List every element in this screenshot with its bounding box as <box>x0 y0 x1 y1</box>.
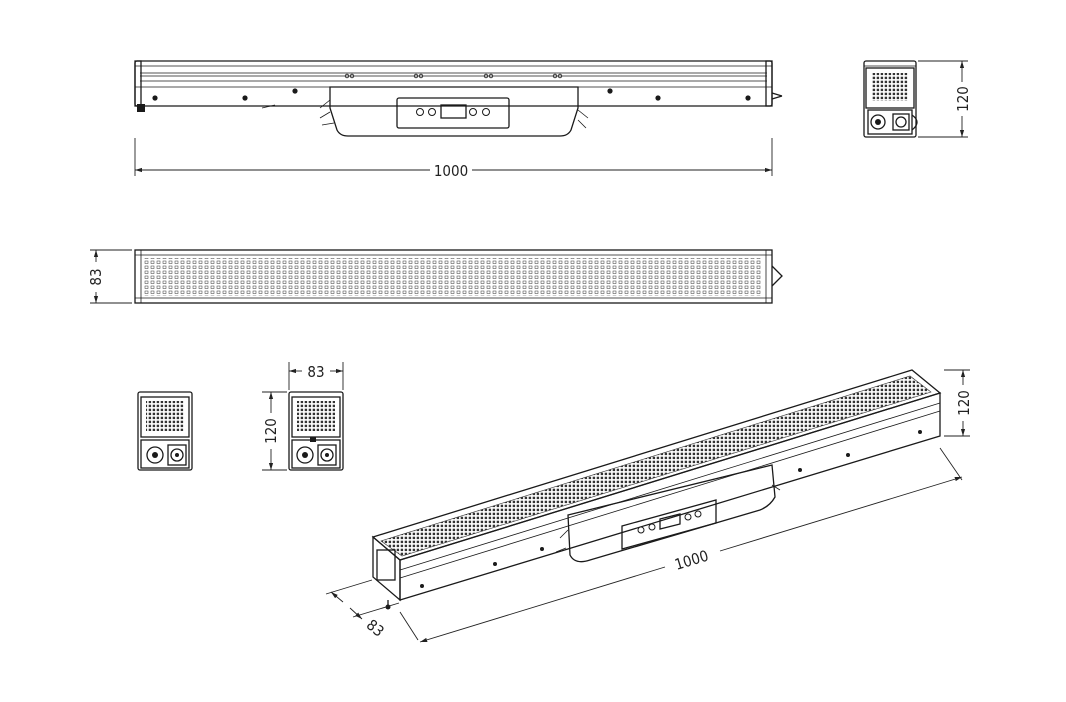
screw <box>655 95 661 101</box>
dim-end-width: 83 <box>307 363 324 381</box>
iso-led-array <box>380 375 932 557</box>
led-array <box>144 258 762 296</box>
side-view: 120 <box>863 60 972 138</box>
dim-end-height: 120 <box>262 418 280 444</box>
knob <box>469 108 477 116</box>
control-housing <box>329 86 579 137</box>
dim-top-depth: 83 <box>87 268 105 285</box>
control-panel <box>396 97 510 129</box>
top-bar-body <box>134 249 773 304</box>
isometric-view: 120 1000 83 <box>325 369 973 643</box>
knob <box>428 108 436 116</box>
iso-control-housing <box>567 464 776 563</box>
screw <box>242 95 248 101</box>
end-view-left <box>137 391 193 471</box>
lcd-display <box>440 104 467 119</box>
dim-iso-depth: 83 <box>363 616 388 641</box>
dim-front-length: 1000 <box>434 162 468 180</box>
knob <box>416 108 424 116</box>
screw <box>745 95 751 101</box>
dim-iso-height: 120 <box>955 390 973 416</box>
knob <box>482 108 490 116</box>
front-bar-body <box>134 60 773 107</box>
dim-iso-length: 1000 <box>672 547 710 574</box>
front-view: 1000 <box>134 60 783 180</box>
iso-control-panel <box>621 499 717 550</box>
screw <box>152 95 158 101</box>
screw <box>607 88 613 94</box>
end-view-right: 83 120 <box>262 362 344 471</box>
screw <box>292 88 298 94</box>
dim-side-height: 120 <box>954 86 972 112</box>
front-left-connector <box>137 104 145 112</box>
top-view: 83 <box>87 249 783 304</box>
